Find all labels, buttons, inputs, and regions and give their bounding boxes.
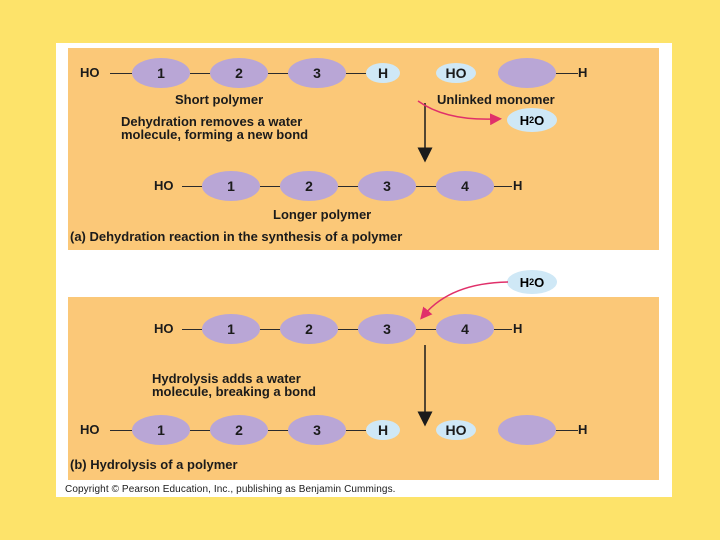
monomer-2: 2 (210, 58, 268, 88)
water-out-arrow (417, 100, 502, 126)
bond (110, 73, 132, 74)
bond (110, 430, 132, 431)
monomer-3: 3 (358, 171, 416, 201)
bond (338, 186, 358, 187)
bond (268, 73, 288, 74)
arrows-layer (417, 100, 509, 427)
bond (260, 329, 280, 330)
hydroxyl-bubble: HO (436, 63, 476, 83)
ho-end-label: HO (154, 321, 174, 336)
dehydration-text-line-2: molecule, forming a new bond (121, 127, 309, 142)
monomer-4: 4 (436, 171, 494, 201)
slide: HO 1 2 3 H HO H Short polymer Unlinked m… (56, 43, 672, 497)
monomer-3: 3 (358, 314, 416, 344)
bond (260, 186, 280, 187)
monomer-1: 1 (202, 171, 260, 201)
monomer-2: 2 (280, 171, 338, 201)
copyright-text: Copyright © Pearson Education, Inc., pub… (65, 484, 396, 495)
monomer-1: 1 (132, 415, 190, 445)
ho-end-label: HO (154, 178, 174, 193)
bond (182, 329, 202, 330)
monomer-1: 1 (202, 314, 260, 344)
unlinked-monomer-label: Unlinked monomer (437, 92, 555, 107)
ho-end-label: HO (80, 422, 100, 437)
bond (190, 73, 210, 74)
dehydration-text-line-1: Dehydration removes a water (121, 114, 303, 129)
panel-b-caption: (b) Hydrolysis of a polymer (70, 457, 238, 472)
monomer-4: 4 (436, 314, 494, 344)
bond (494, 329, 512, 330)
hydrolysis-text-line-1: Hydrolysis adds a water (152, 371, 301, 386)
bond (182, 186, 202, 187)
hydrogen-bubble: H (366, 420, 400, 440)
hydroxyl-bubble: HO (436, 420, 476, 440)
h-end-label: H (513, 178, 523, 193)
bond (556, 430, 578, 431)
bond (190, 430, 210, 431)
bond (338, 329, 358, 330)
bond (494, 186, 512, 187)
bond (346, 430, 366, 431)
monomer-1: 1 (132, 58, 190, 88)
h-end-label: H (578, 65, 588, 80)
h-end-label: H (578, 422, 588, 437)
unlinked-monomer (498, 58, 556, 88)
bond (346, 73, 366, 74)
monomer-2: 2 (280, 314, 338, 344)
ho-end-label: HO (80, 65, 100, 80)
bond (416, 186, 436, 187)
hydrogen-bubble: H (366, 63, 400, 83)
h-end-label: H (513, 321, 523, 336)
longer-polymer-label: Longer polymer (273, 207, 372, 222)
panel-a-caption: (a) Dehydration reaction in the synthesi… (70, 229, 403, 244)
monomer-3: 3 (288, 415, 346, 445)
monomer-2: 2 (210, 415, 268, 445)
short-polymer-label: Short polymer (175, 92, 264, 107)
panel-dehydration: HO 1 2 3 H HO H Short polymer Unlinked m… (68, 48, 659, 250)
bond (416, 329, 436, 330)
hydrolysis-text-line-2: molecule, breaking a bond (152, 384, 316, 399)
panel-hydrolysis: HO 1 2 3 4 H Hydrolysis adds a water mol… (68, 297, 659, 480)
released-monomer (498, 415, 556, 445)
bond (268, 430, 288, 431)
monomer-3: 3 (288, 58, 346, 88)
bond (556, 73, 578, 74)
water-in-arrow (420, 281, 509, 320)
